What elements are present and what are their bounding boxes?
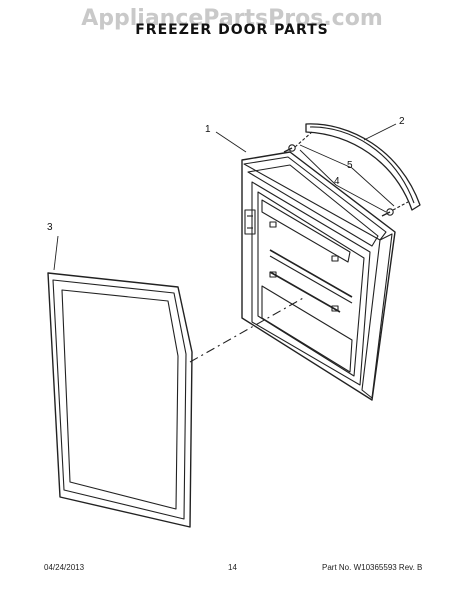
watermark-text: AppliancePartsPros.com [81, 6, 383, 31]
footer-page-number: 14 [228, 563, 237, 572]
callout-1: 1 [205, 124, 211, 135]
alignment-line [189, 296, 306, 363]
door-gasket-drawing [47, 272, 193, 528]
door-handle-drawing [305, 123, 421, 211]
freezer-door-drawing [241, 151, 396, 401]
screws-drawing [283, 131, 409, 217]
callout-2: 2 [399, 116, 405, 127]
leader-lines [53, 123, 397, 271]
footer-date: 04/24/2013 [44, 563, 85, 572]
callout-4: 4 [334, 176, 340, 187]
callout-3: 3 [47, 222, 53, 233]
footer-part-number: Part No. W10365593 Rev. B [322, 563, 423, 572]
page-title: FREEZER DOOR PARTS [135, 22, 329, 38]
callout-5: 5 [347, 160, 353, 171]
